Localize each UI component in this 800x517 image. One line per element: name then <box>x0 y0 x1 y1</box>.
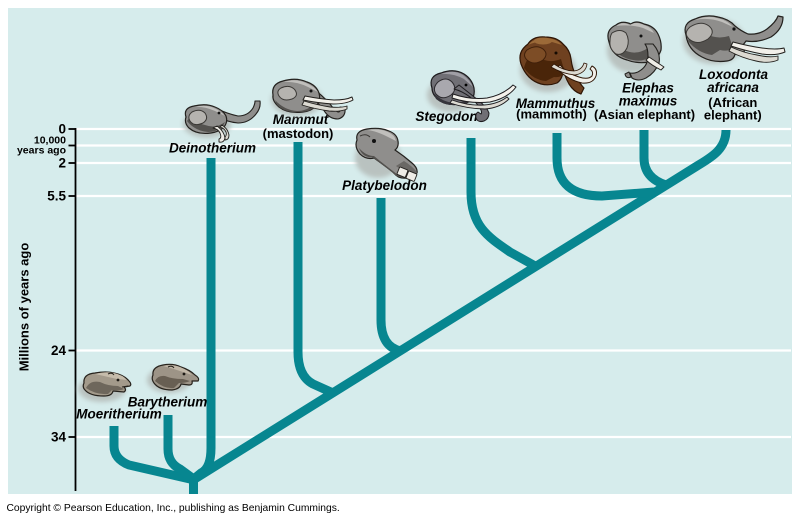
svg-text:Platybelodon: Platybelodon <box>342 178 427 193</box>
svg-text:Millions of years ago: Millions of years ago <box>17 243 32 372</box>
svg-text:Stegodon: Stegodon <box>415 109 477 124</box>
svg-text:years ago: years ago <box>17 145 66 157</box>
svg-text:Mammut: Mammut <box>273 112 329 127</box>
svg-text:Copyright © Pearson Education,: Copyright © Pearson Education, Inc., pub… <box>7 503 340 514</box>
svg-text:2: 2 <box>58 156 66 171</box>
svg-text:Barytherium: Barytherium <box>128 395 208 410</box>
svg-text:5.5: 5.5 <box>47 189 66 204</box>
svg-text:(mammoth): (mammoth) <box>516 107 587 122</box>
svg-text:Loxodonta: Loxodonta <box>699 67 768 82</box>
svg-text:Mammuthus: Mammuthus <box>516 96 596 111</box>
svg-text:34: 34 <box>51 430 67 445</box>
svg-text:africana: africana <box>707 80 759 95</box>
svg-text:(mastodon): (mastodon) <box>263 126 334 141</box>
svg-text:elephant): elephant) <box>704 107 762 122</box>
svg-text:maximus: maximus <box>619 94 678 109</box>
svg-text:Elephas: Elephas <box>622 80 674 95</box>
svg-text:(African: (African <box>708 95 757 110</box>
svg-text:0: 0 <box>58 122 66 137</box>
svg-text:Moeritherium: Moeritherium <box>76 407 162 422</box>
svg-text:10,000: 10,000 <box>34 135 66 147</box>
svg-text:Deinotherium: Deinotherium <box>169 141 256 156</box>
svg-text:(Asian elephant): (Asian elephant) <box>594 107 695 122</box>
svg-text:24: 24 <box>51 343 67 358</box>
